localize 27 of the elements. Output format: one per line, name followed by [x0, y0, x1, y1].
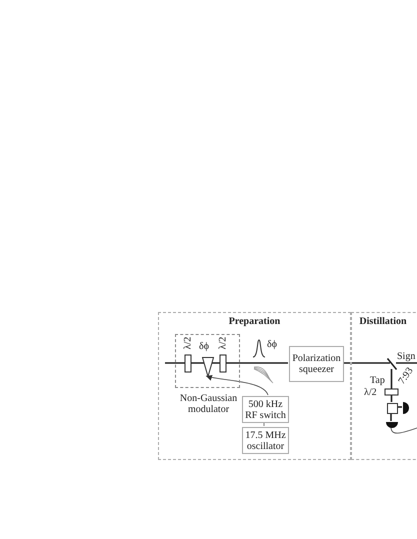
section-heading: Preparation — [228, 316, 282, 327]
beam-line — [343, 362, 390, 364]
beam-line — [390, 369, 392, 402]
section-heading: Distillation — [358, 316, 408, 327]
beam-splitter-symbol — [387, 358, 397, 370]
beam-line — [397, 406, 402, 408]
waveplate-label: λ/2 — [364, 387, 377, 398]
beam-label: Sign — [397, 351, 416, 362]
phase-modulator-symbol — [202, 357, 214, 377]
detector-icon — [386, 422, 398, 428]
section-panel — [351, 312, 417, 460]
connector — [206, 374, 268, 396]
box-label: Polarization squeezer — [291, 353, 342, 375]
section-panel — [158, 312, 351, 460]
polarizing-beam-splitter-symbol — [387, 403, 398, 414]
squeezer-box — [289, 346, 344, 382]
box-label: 17.5 MHz oscillator — [244, 430, 287, 452]
box-label: 500 kHz RF switch — [244, 398, 287, 420]
port-label: Tap — [370, 375, 385, 386]
waveplate-label: λ/2 — [218, 336, 228, 350]
detector-icon — [403, 402, 409, 414]
ratio-label: 7:93 — [396, 366, 416, 386]
waveplate-label: λ/2 — [182, 336, 194, 350]
beam-line — [390, 413, 392, 421]
phase-label: δϕ — [199, 341, 209, 352]
connector — [390, 426, 417, 434]
phase-label: δϕ — [267, 339, 277, 350]
